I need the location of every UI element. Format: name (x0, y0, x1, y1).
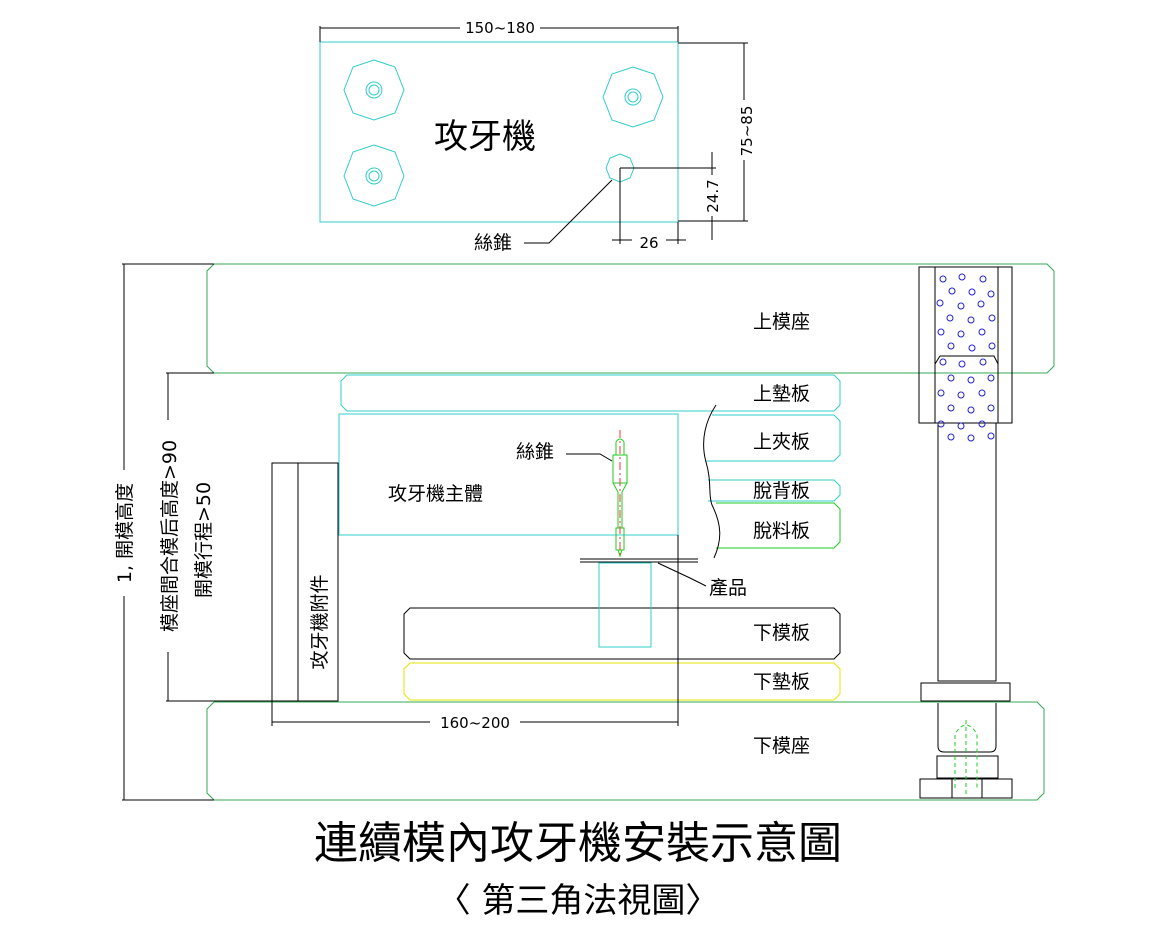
dim-stroke: 開模行程>50 (193, 482, 215, 598)
guide-post-screw (954, 720, 978, 795)
top-view: 攻牙機 (319, 19, 756, 254)
stripper-plate (716, 502, 841, 549)
dim-height: 75~85 (738, 106, 756, 157)
lower-die-plate (403, 607, 841, 660)
break-line (703, 404, 721, 559)
top-tap-label: 絲錐 (474, 232, 512, 254)
tapping-machine-body (338, 413, 679, 536)
upper-clamp-label: 上夾板 (753, 431, 810, 453)
drawing-subtitle: 〈 第三角法視圖〉 (437, 881, 720, 921)
side-tap-leader (566, 453, 613, 462)
side-view: 上模座 上墊板 上夾板 脫背板 脫料板 下模板 下墊板 下模座 攻牙機主體 絲錐 (114, 263, 1055, 801)
stripper-back-plate (708, 479, 841, 502)
upper-clamp-plate (706, 414, 841, 462)
stripper-label: 脫料板 (753, 520, 810, 542)
upper-pad-plate (340, 374, 841, 412)
side-tap-label: 絲錐 (516, 441, 554, 463)
upper-die-seat-plate (206, 263, 1055, 374)
product-label: 產品 (709, 577, 747, 599)
upper-die-seat-label: 上模座 (753, 311, 810, 333)
guide-post (918, 266, 1013, 799)
bolt-hole-top-left (343, 59, 405, 121)
bolt-hole-top-right (602, 66, 664, 128)
accessory-label: 攻牙機附件 (309, 574, 331, 669)
guide-post-bushing-balls (936, 273, 996, 442)
product-leader (657, 562, 707, 587)
lower-pad-plate (403, 662, 841, 701)
dim-offset-y: 24.7 (704, 179, 722, 212)
lower-die-plate-label: 下模板 (753, 622, 810, 644)
lower-die-seat-plate (206, 701, 1045, 801)
stripper-back-label: 脫背板 (753, 480, 810, 502)
top-dimensions (319, 26, 748, 244)
dim-closed-height: 模座間合模后高度>90 (159, 440, 181, 632)
side-dimensions (122, 263, 679, 801)
tapping-body-label: 攻牙機主體 (388, 483, 483, 505)
top-machine-label: 攻牙機 (434, 117, 536, 157)
tapping-accessory-outer (271, 462, 339, 702)
bolt-hole-bottom-left (343, 144, 405, 207)
tapping-machine-plan (319, 41, 679, 223)
lower-pad-label: 下墊板 (753, 671, 810, 693)
dim-open-height: 1, 開模高度 (114, 483, 136, 583)
tap-tool (612, 438, 628, 558)
dim-width: 150~180 (465, 19, 535, 37)
drawing-title: 連續模內攻牙機安裝示意圖 (314, 818, 842, 869)
upper-pad-label: 上墊板 (753, 383, 810, 405)
product-punch (598, 562, 652, 648)
lower-die-seat-label: 下模座 (753, 735, 810, 757)
dim-base: 160~200 (440, 714, 510, 732)
dim-offset-x: 26 (639, 234, 658, 252)
